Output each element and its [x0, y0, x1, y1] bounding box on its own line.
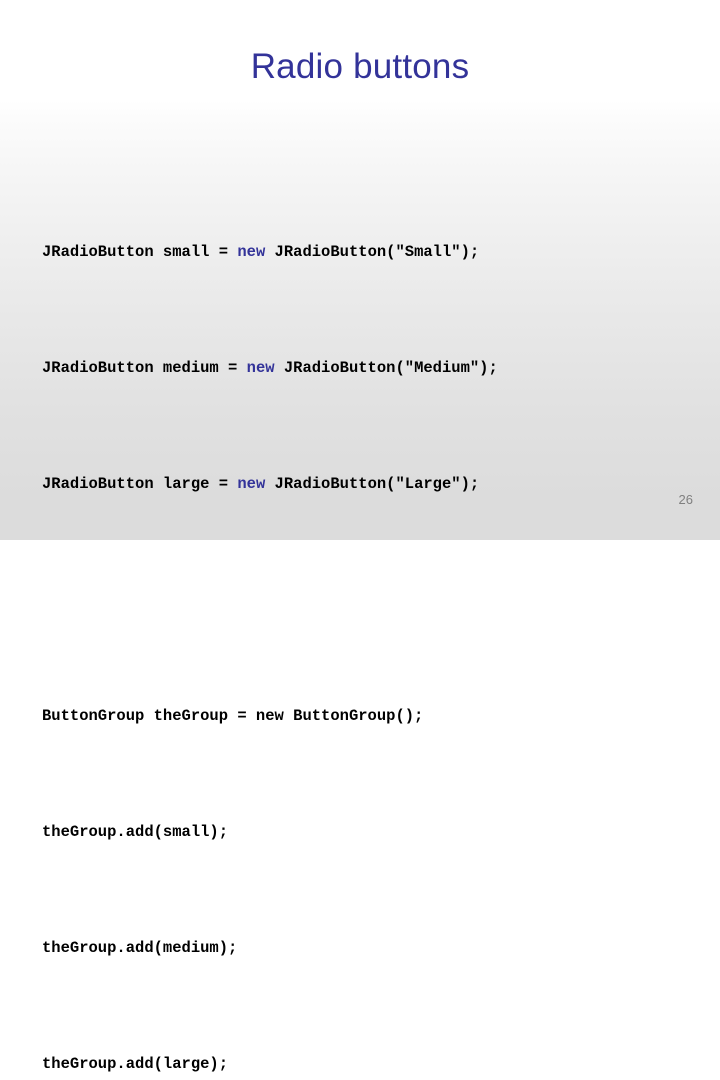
- keyword-new: new: [237, 475, 266, 493]
- code-line: ButtonGroup theGroup = new ButtonGroup()…: [42, 707, 424, 725]
- code-segment-before: JRadioButton large =: [42, 475, 238, 493]
- code-line: theGroup.add(medium);: [42, 939, 238, 957]
- code-line: JRadioButton small = new JRadioButton("S…: [42, 238, 682, 267]
- page-number: 26: [678, 492, 693, 507]
- code-line: JRadioButton large = new JRadioButton("L…: [42, 470, 682, 499]
- page-title: Radio buttons: [250, 47, 470, 86]
- code-segment-after: JRadioButton("Medium");: [274, 359, 498, 377]
- code-line: theGroup.add(small);: [42, 823, 229, 841]
- code-area: JRadioButton small = new JRadioButton("S…: [42, 151, 682, 1080]
- code-block-declarations: JRadioButton small = new JRadioButton("S…: [42, 151, 682, 586]
- code-segment-before: JRadioButton medium =: [42, 359, 247, 377]
- keyword-new: new: [237, 243, 266, 261]
- keyword-new: new: [246, 359, 275, 377]
- code-segment-before: JRadioButton small =: [42, 243, 238, 261]
- code-block-spacer: [42, 586, 682, 615]
- code-block-group: ButtonGroup theGroup = new ButtonGroup()…: [42, 615, 682, 1080]
- code-segment-after: JRadioButton("Large");: [265, 475, 480, 493]
- code-segment-after: JRadioButton("Small");: [265, 243, 480, 261]
- code-line: theGroup.add(large);: [42, 1055, 229, 1073]
- code-line: JRadioButton medium = new JRadioButton("…: [42, 354, 682, 383]
